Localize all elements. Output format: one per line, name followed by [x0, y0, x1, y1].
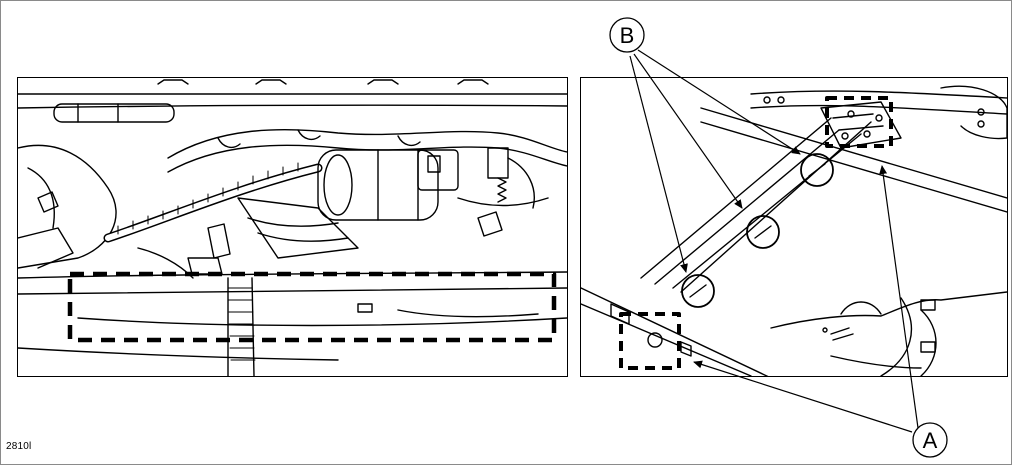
callout-b-leader-1 — [637, 49, 801, 155]
callout-b-leader-3 — [629, 55, 688, 273]
callout-a-leader-1 — [879, 165, 919, 429]
callout-b: B — [609, 17, 645, 53]
crossmember-illustration — [581, 85, 1007, 376]
callout-a-leader-2 — [693, 360, 913, 433]
callout-a: A — [912, 422, 948, 458]
underbody-illustration — [18, 79, 567, 376]
right-detail-panel — [580, 77, 1008, 377]
callout-a-label: A — [923, 428, 938, 453]
callout-b-leader-2 — [633, 53, 743, 209]
figure-number: 2810l — [6, 441, 32, 452]
callout-b-label: B — [620, 23, 635, 48]
left-detail-panel — [17, 77, 568, 377]
